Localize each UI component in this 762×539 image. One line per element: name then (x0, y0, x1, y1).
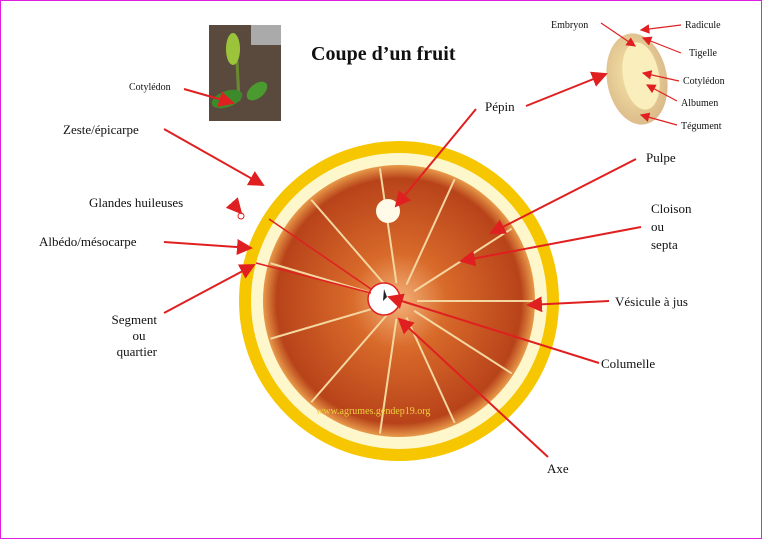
seed-label-albumen: Albumen (681, 98, 719, 109)
seed-label-radicule: Radicule (685, 20, 721, 31)
arrows (163, 22, 682, 458)
label-zeste: Zeste/épicarpe (63, 122, 139, 137)
label-cotyledon-plant: Cotylédon (129, 82, 171, 93)
label-pepin: Pépin (485, 99, 515, 114)
label-segment: Segment ou quartier (101, 312, 158, 360)
seed-illustration (606, 33, 668, 125)
label-columelle: Columelle (601, 356, 656, 371)
seed-label-tegument: Tégument (681, 121, 722, 132)
seed-label-tigelle: Tigelle (689, 48, 717, 59)
label-cloison-3: septa (651, 237, 678, 252)
seedling-photo (209, 25, 281, 121)
watermark: www.agrumes.gendep19.org (316, 406, 431, 417)
label-segment-3: quartier (116, 344, 157, 359)
segment-septum (378, 318, 398, 434)
segment-septum (405, 178, 456, 286)
label-vesicule: Vésicule à jus (615, 294, 688, 309)
segment-septum (310, 199, 388, 289)
label-cloison-2: ou (651, 219, 664, 234)
segment-septum (270, 305, 383, 340)
label-cloison-1: Cloison (651, 201, 692, 216)
label-pulpe: Pulpe (646, 150, 676, 165)
segment-septum (378, 168, 398, 284)
label-segment-1: Segment (111, 312, 158, 327)
label-cloison: Cloison ou septa (651, 201, 691, 253)
label-segment-2: ou (132, 328, 146, 343)
segment-septum (310, 313, 388, 403)
label-glandes: Glandes huileuses (89, 195, 184, 210)
segment-septum (413, 309, 513, 375)
diagram-title: Coupe d’un fruit (311, 43, 456, 65)
seed-label-cotyledon: Cotylédon (683, 76, 725, 87)
segment-septum (405, 316, 456, 424)
seed-label-embryon: Embryon (551, 20, 589, 31)
label-axe: Axe (547, 461, 569, 476)
label-albedo: Albédo/mésocarpe (39, 234, 137, 249)
